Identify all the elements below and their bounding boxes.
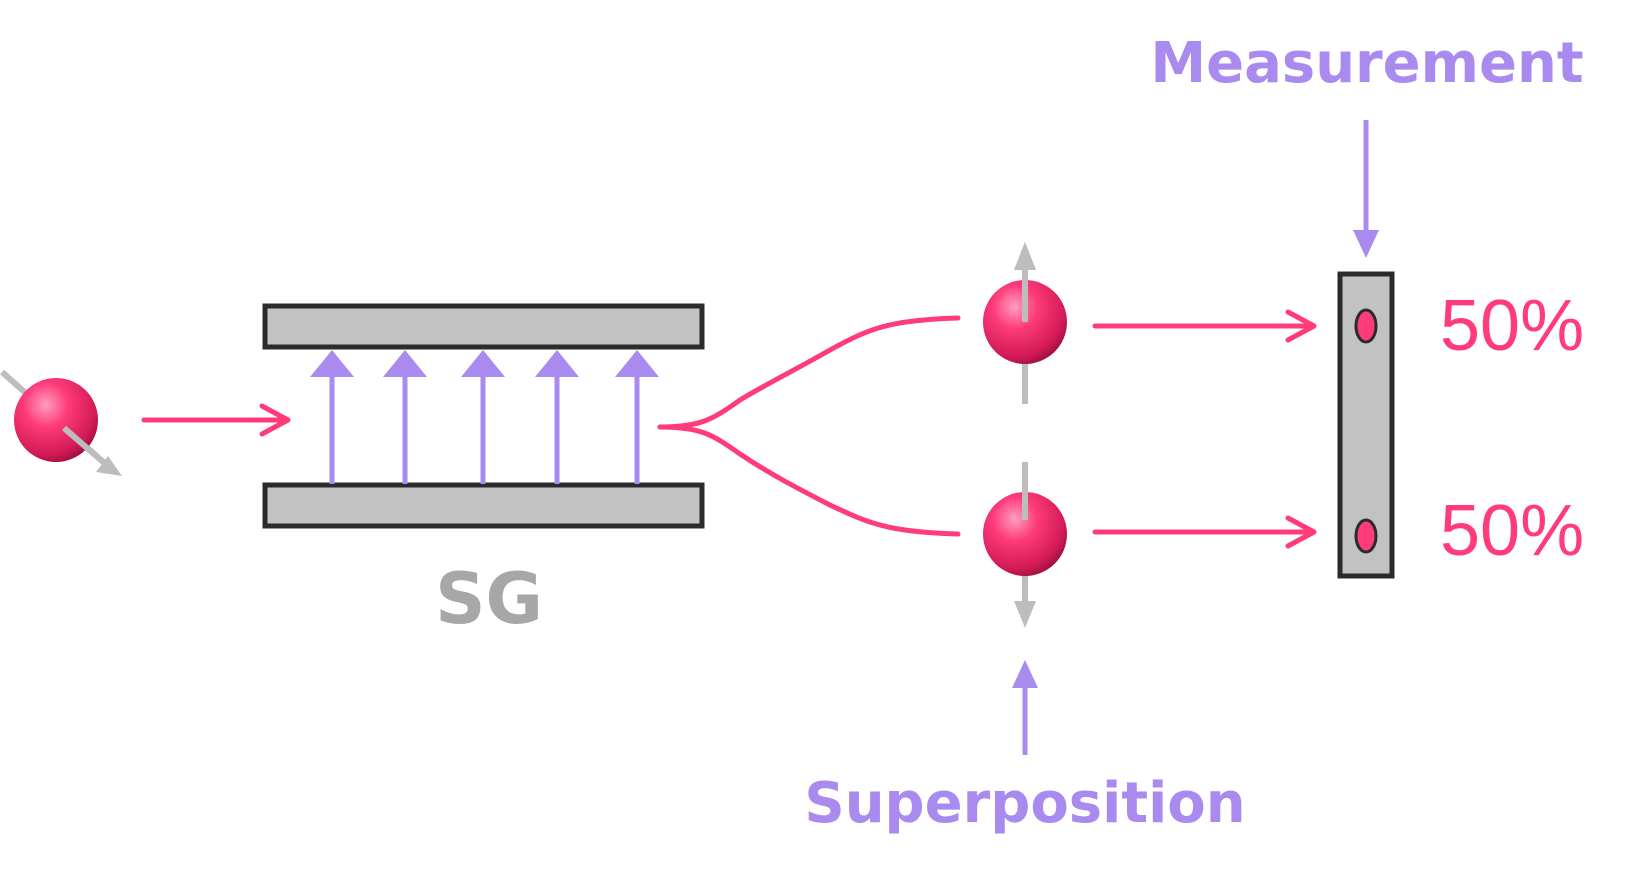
- incoming-particle: [0, 369, 122, 476]
- measurement-arrow: [1353, 120, 1379, 258]
- sg-bottom-plate: [262, 482, 705, 529]
- field-arrows: [310, 350, 659, 484]
- device-label: SG: [435, 558, 543, 640]
- spin-particle-icon: [983, 492, 1067, 576]
- field-arrow-icon: [461, 350, 505, 484]
- lower-detection-spot: [1354, 518, 1378, 554]
- superposition-label: Superposition: [804, 771, 1245, 836]
- upper-beam-arrow: [1092, 309, 1317, 343]
- field-arrow-icon: [383, 350, 427, 484]
- incoming-spin-axis-front: [62, 425, 112, 471]
- sg-top-plate: [262, 303, 705, 350]
- beam-split-upper: [657, 315, 961, 430]
- field-arrow-icon: [535, 350, 579, 484]
- lower-outcome-probability: 50%: [1440, 491, 1584, 571]
- measurement-label: Measurement: [1150, 31, 1583, 96]
- superposition-arrow: [1012, 660, 1038, 755]
- incoming-beam-arrow: [141, 403, 291, 437]
- spin-down-particle: [983, 462, 1067, 628]
- upper-outcome-probability: 50%: [1440, 286, 1584, 366]
- field-arrow-icon: [310, 350, 354, 484]
- upper-detection-spot: [1354, 308, 1378, 344]
- field-arrow-icon: [615, 350, 659, 484]
- beam-split-lower: [657, 424, 961, 537]
- spin-up-particle: [983, 242, 1067, 404]
- lower-beam-arrow: [1092, 515, 1317, 549]
